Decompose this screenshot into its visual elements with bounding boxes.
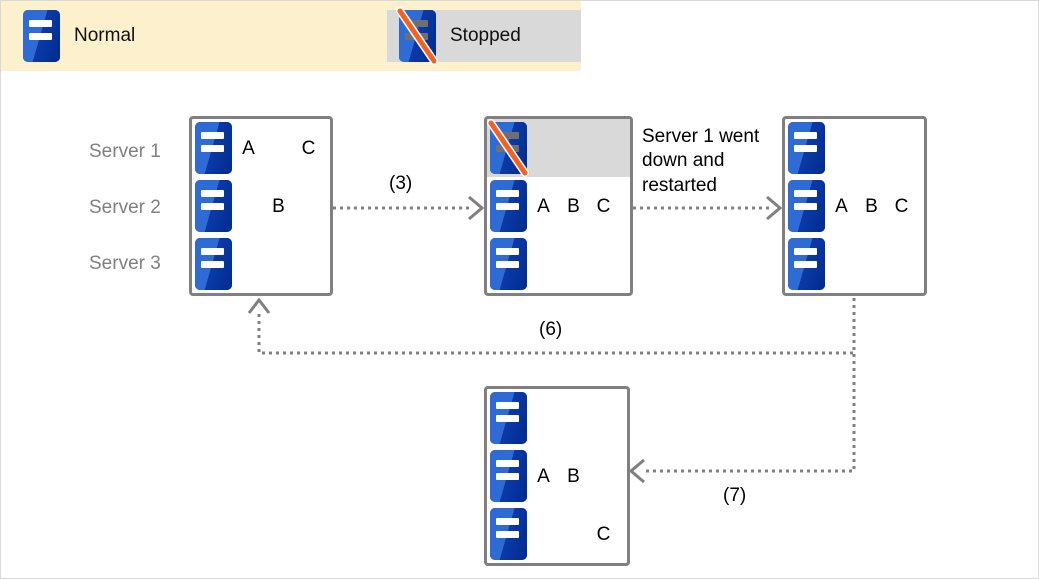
- partition-slot: A: [835, 195, 848, 217]
- server-icon: [487, 392, 530, 444]
- state-row: [192, 235, 330, 293]
- row-label-server-2: Server 2: [89, 197, 161, 218]
- state-row-stopped: [487, 119, 630, 177]
- server-icon: [192, 180, 235, 232]
- partition-slots: C: [530, 505, 627, 563]
- state-box-server1-stopped: A B C: [484, 116, 633, 296]
- legend-banner: Normal Stopped: [1, 1, 581, 71]
- server-icon: [785, 122, 828, 174]
- partition-slots: [828, 235, 924, 293]
- row-label-server-3: Server 3: [89, 253, 161, 274]
- partition-slot: C: [596, 523, 611, 545]
- step-label-6: (6): [539, 319, 563, 340]
- partition-slot: B: [567, 195, 580, 217]
- state-row: A C: [192, 119, 330, 177]
- partition-slot: C: [596, 195, 611, 217]
- partition-slot: B: [865, 195, 878, 217]
- partition-slot: C: [894, 195, 909, 217]
- partition-slots: [530, 235, 630, 293]
- partition-slots: [530, 119, 630, 177]
- server-icon: [487, 180, 530, 232]
- state-box-server1-restarted: A B C: [782, 116, 927, 296]
- partition-slots: A B C: [530, 177, 630, 235]
- server-icon: [23, 10, 60, 62]
- state-row: B: [192, 177, 330, 235]
- state-box-rebalanced: A B C: [484, 386, 630, 566]
- server-icon: [487, 450, 530, 502]
- state-row: A B C: [785, 177, 924, 235]
- partition-slot: A: [242, 137, 255, 159]
- server-icon: [192, 238, 235, 290]
- row-label-server-1: Server 1: [89, 141, 161, 162]
- partition-slots: [235, 235, 330, 293]
- partition-slot: B: [272, 195, 285, 217]
- partition-slot: B: [567, 465, 580, 487]
- state-row: [487, 389, 627, 447]
- partition-slots: [828, 119, 924, 177]
- legend-label-normal: Normal: [74, 25, 136, 46]
- server-icon: [785, 238, 828, 290]
- state-box-initial: A C B: [189, 116, 333, 296]
- state-row: [785, 119, 924, 177]
- legend-item-stopped: Stopped: [387, 7, 581, 65]
- partition-slots: A B: [530, 447, 627, 505]
- state-row: C: [487, 505, 627, 563]
- annotation-server1-down: Server 1 went down and restarted: [642, 126, 760, 196]
- server-stopped-icon: [487, 119, 530, 177]
- partition-slots: A B C: [828, 177, 924, 235]
- server-icon: [487, 238, 530, 290]
- partition-slots: B: [235, 177, 330, 235]
- state-row: A B: [487, 447, 627, 505]
- partition-slots: A C: [235, 119, 330, 177]
- partition-slot: C: [301, 137, 316, 159]
- partition-slots: [530, 389, 627, 447]
- server-icon: [192, 122, 235, 174]
- partition-slot: A: [537, 465, 550, 487]
- state-row: A B C: [487, 177, 630, 235]
- server-icon: [487, 508, 530, 560]
- server-stopped-icon: [396, 7, 438, 65]
- partition-slot: A: [537, 195, 550, 217]
- legend-item-normal: Normal: [23, 10, 135, 62]
- state-row: [487, 235, 630, 293]
- step-label-7: (7): [723, 485, 747, 506]
- step-label-3: (3): [389, 173, 413, 194]
- state-row: [785, 235, 924, 293]
- legend-label-stopped: Stopped: [450, 25, 521, 46]
- server-icon: [785, 180, 828, 232]
